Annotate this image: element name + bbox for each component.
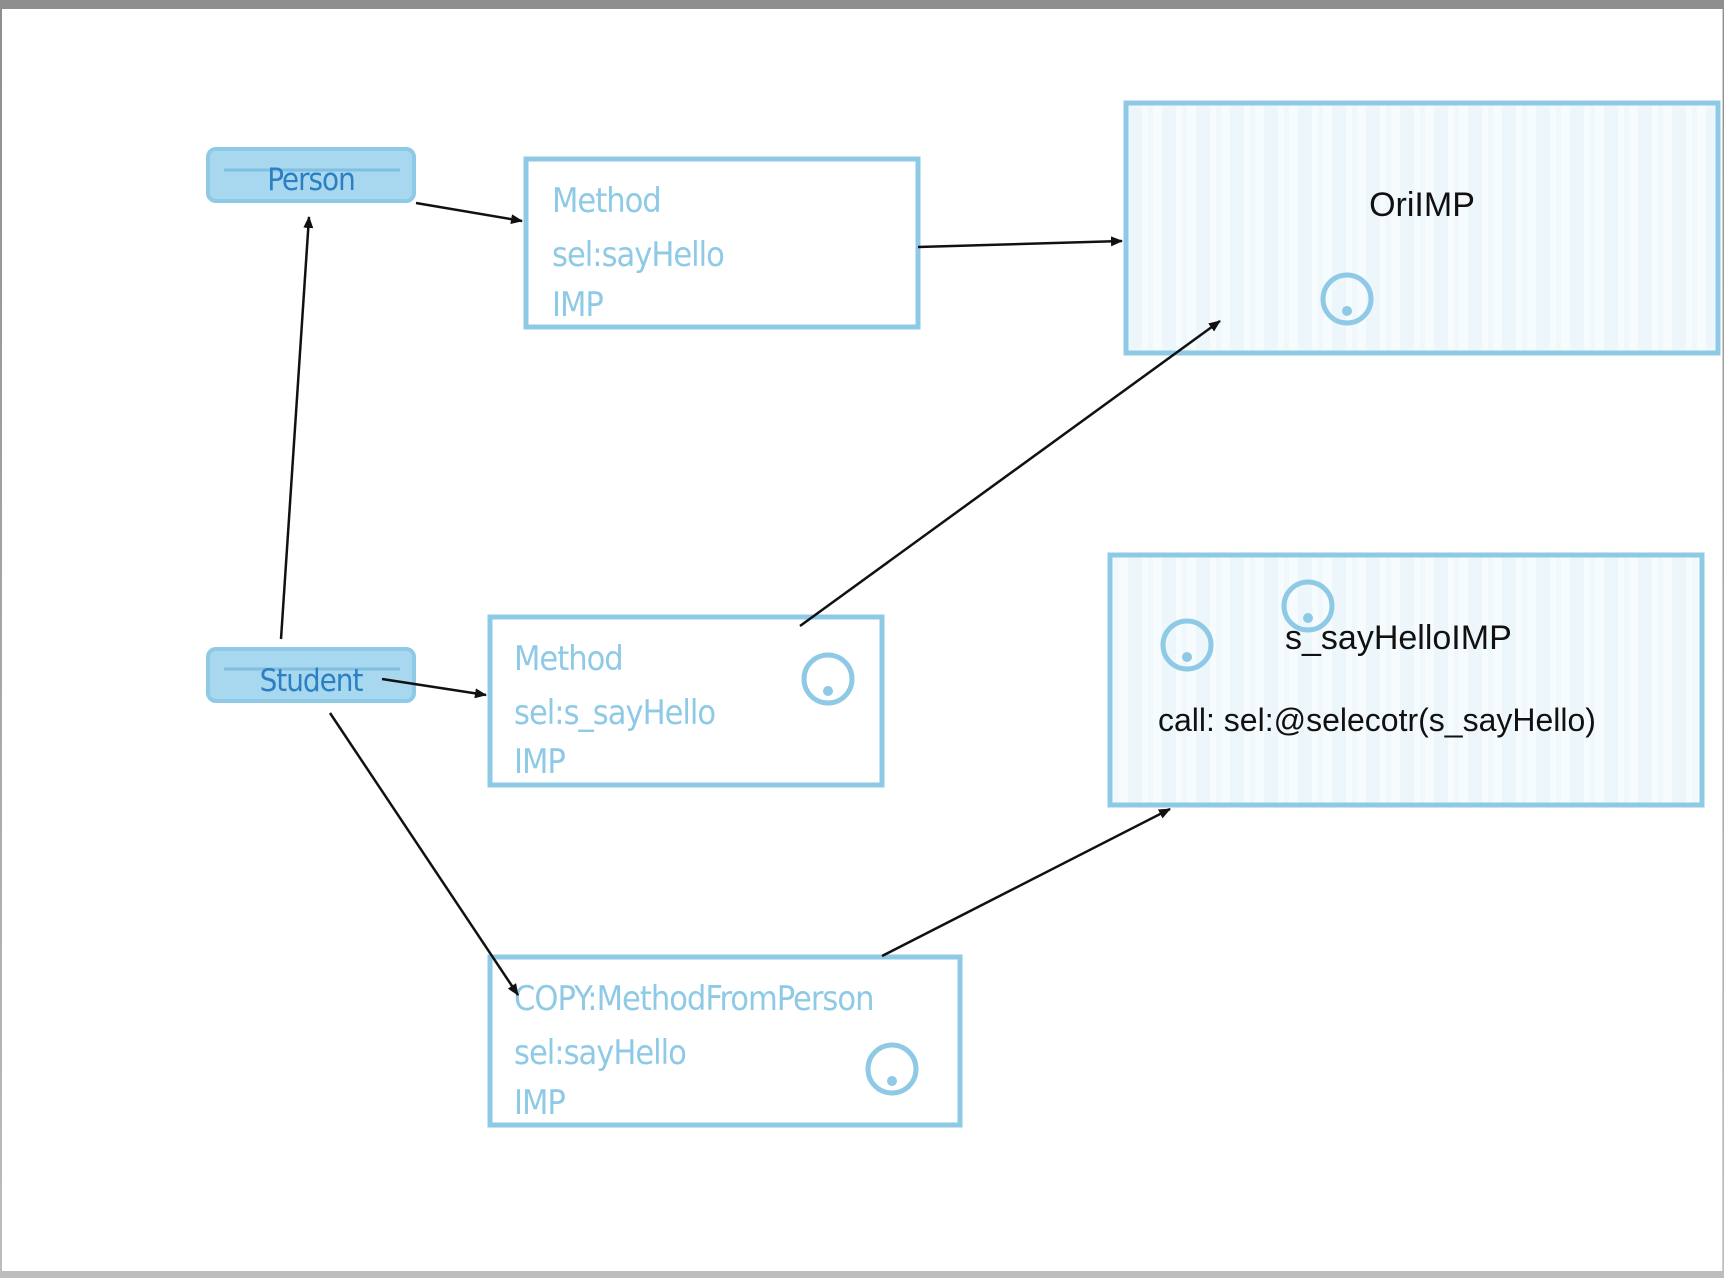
- swizzled-imp-circle-icon-left: [1160, 618, 1214, 672]
- student-class-label: Student: [260, 663, 364, 699]
- copied-method-sel: sel:sayHello: [514, 1033, 686, 1073]
- person-method-sel: sel:sayHello: [552, 235, 724, 275]
- arrows: [279, 201, 1221, 996]
- arrow-student-to-person: [279, 216, 314, 640]
- ori-imp-node[interactable]: OriIMP: [1123, 100, 1721, 356]
- diagram-canvas: Person Student Method sel:sayHello IMP M…: [2, 9, 1723, 1271]
- student-method-title: Method: [514, 639, 623, 679]
- person-class-box: [206, 147, 416, 203]
- copied-method-title: COPY:MethodFromPerson: [514, 979, 873, 1019]
- diagram-svg: Person Student Method sel:sayHello IMP M…: [206, 100, 1721, 1128]
- person-method-title: Method: [552, 181, 661, 221]
- swizzled-imp-title: s_sayHelloIMP: [1285, 619, 1512, 657]
- copied-method-circle-icon: [865, 1042, 919, 1096]
- arrow-person-to-method: [415, 201, 523, 225]
- ori-imp-box: [1123, 100, 1721, 356]
- person-class-label: Person: [267, 162, 355, 198]
- person-method-box: [523, 156, 921, 330]
- copied-method-imp: IMP: [514, 1083, 565, 1123]
- arrow-student-method-to-oriimp: [799, 319, 1221, 628]
- swizzled-imp-call: call: sel:@selecotr(s_sayHello): [1158, 702, 1596, 738]
- copied-method-node[interactable]: COPY:MethodFromPerson sel:sayHello IMP: [487, 954, 963, 1128]
- student-class-box: [206, 647, 416, 703]
- student-class-node[interactable]: Student: [206, 647, 416, 703]
- person-method-node[interactable]: Method sel:sayHello IMP: [523, 156, 921, 330]
- student-method-node[interactable]: Method sel:s_sayHello IMP: [487, 614, 885, 788]
- student-method-imp: IMP: [514, 742, 565, 782]
- swizzled-imp-box: [1107, 552, 1705, 808]
- swizzled-imp-circle-icon-top: [1281, 579, 1335, 633]
- person-class-node[interactable]: Person: [206, 147, 416, 203]
- arrow-student-to-copied-method: [328, 712, 520, 996]
- student-method-sel: sel:s_sayHello: [514, 693, 715, 733]
- person-method-imp: IMP: [552, 285, 603, 325]
- copied-method-box: [487, 954, 963, 1128]
- student-method-circle-icon: [801, 652, 855, 706]
- ori-imp-title: OriIMP: [1369, 186, 1475, 224]
- arrow-method-to-oriimp: [917, 236, 1123, 249]
- swizzled-imp-node[interactable]: s_sayHelloIMP call: sel:@selecotr(s_sayH…: [1107, 552, 1705, 808]
- arrow-student-to-method: [381, 677, 487, 699]
- arrow-copied-method-to-swizzled-imp: [881, 807, 1171, 958]
- ori-imp-circle-icon: [1320, 272, 1374, 326]
